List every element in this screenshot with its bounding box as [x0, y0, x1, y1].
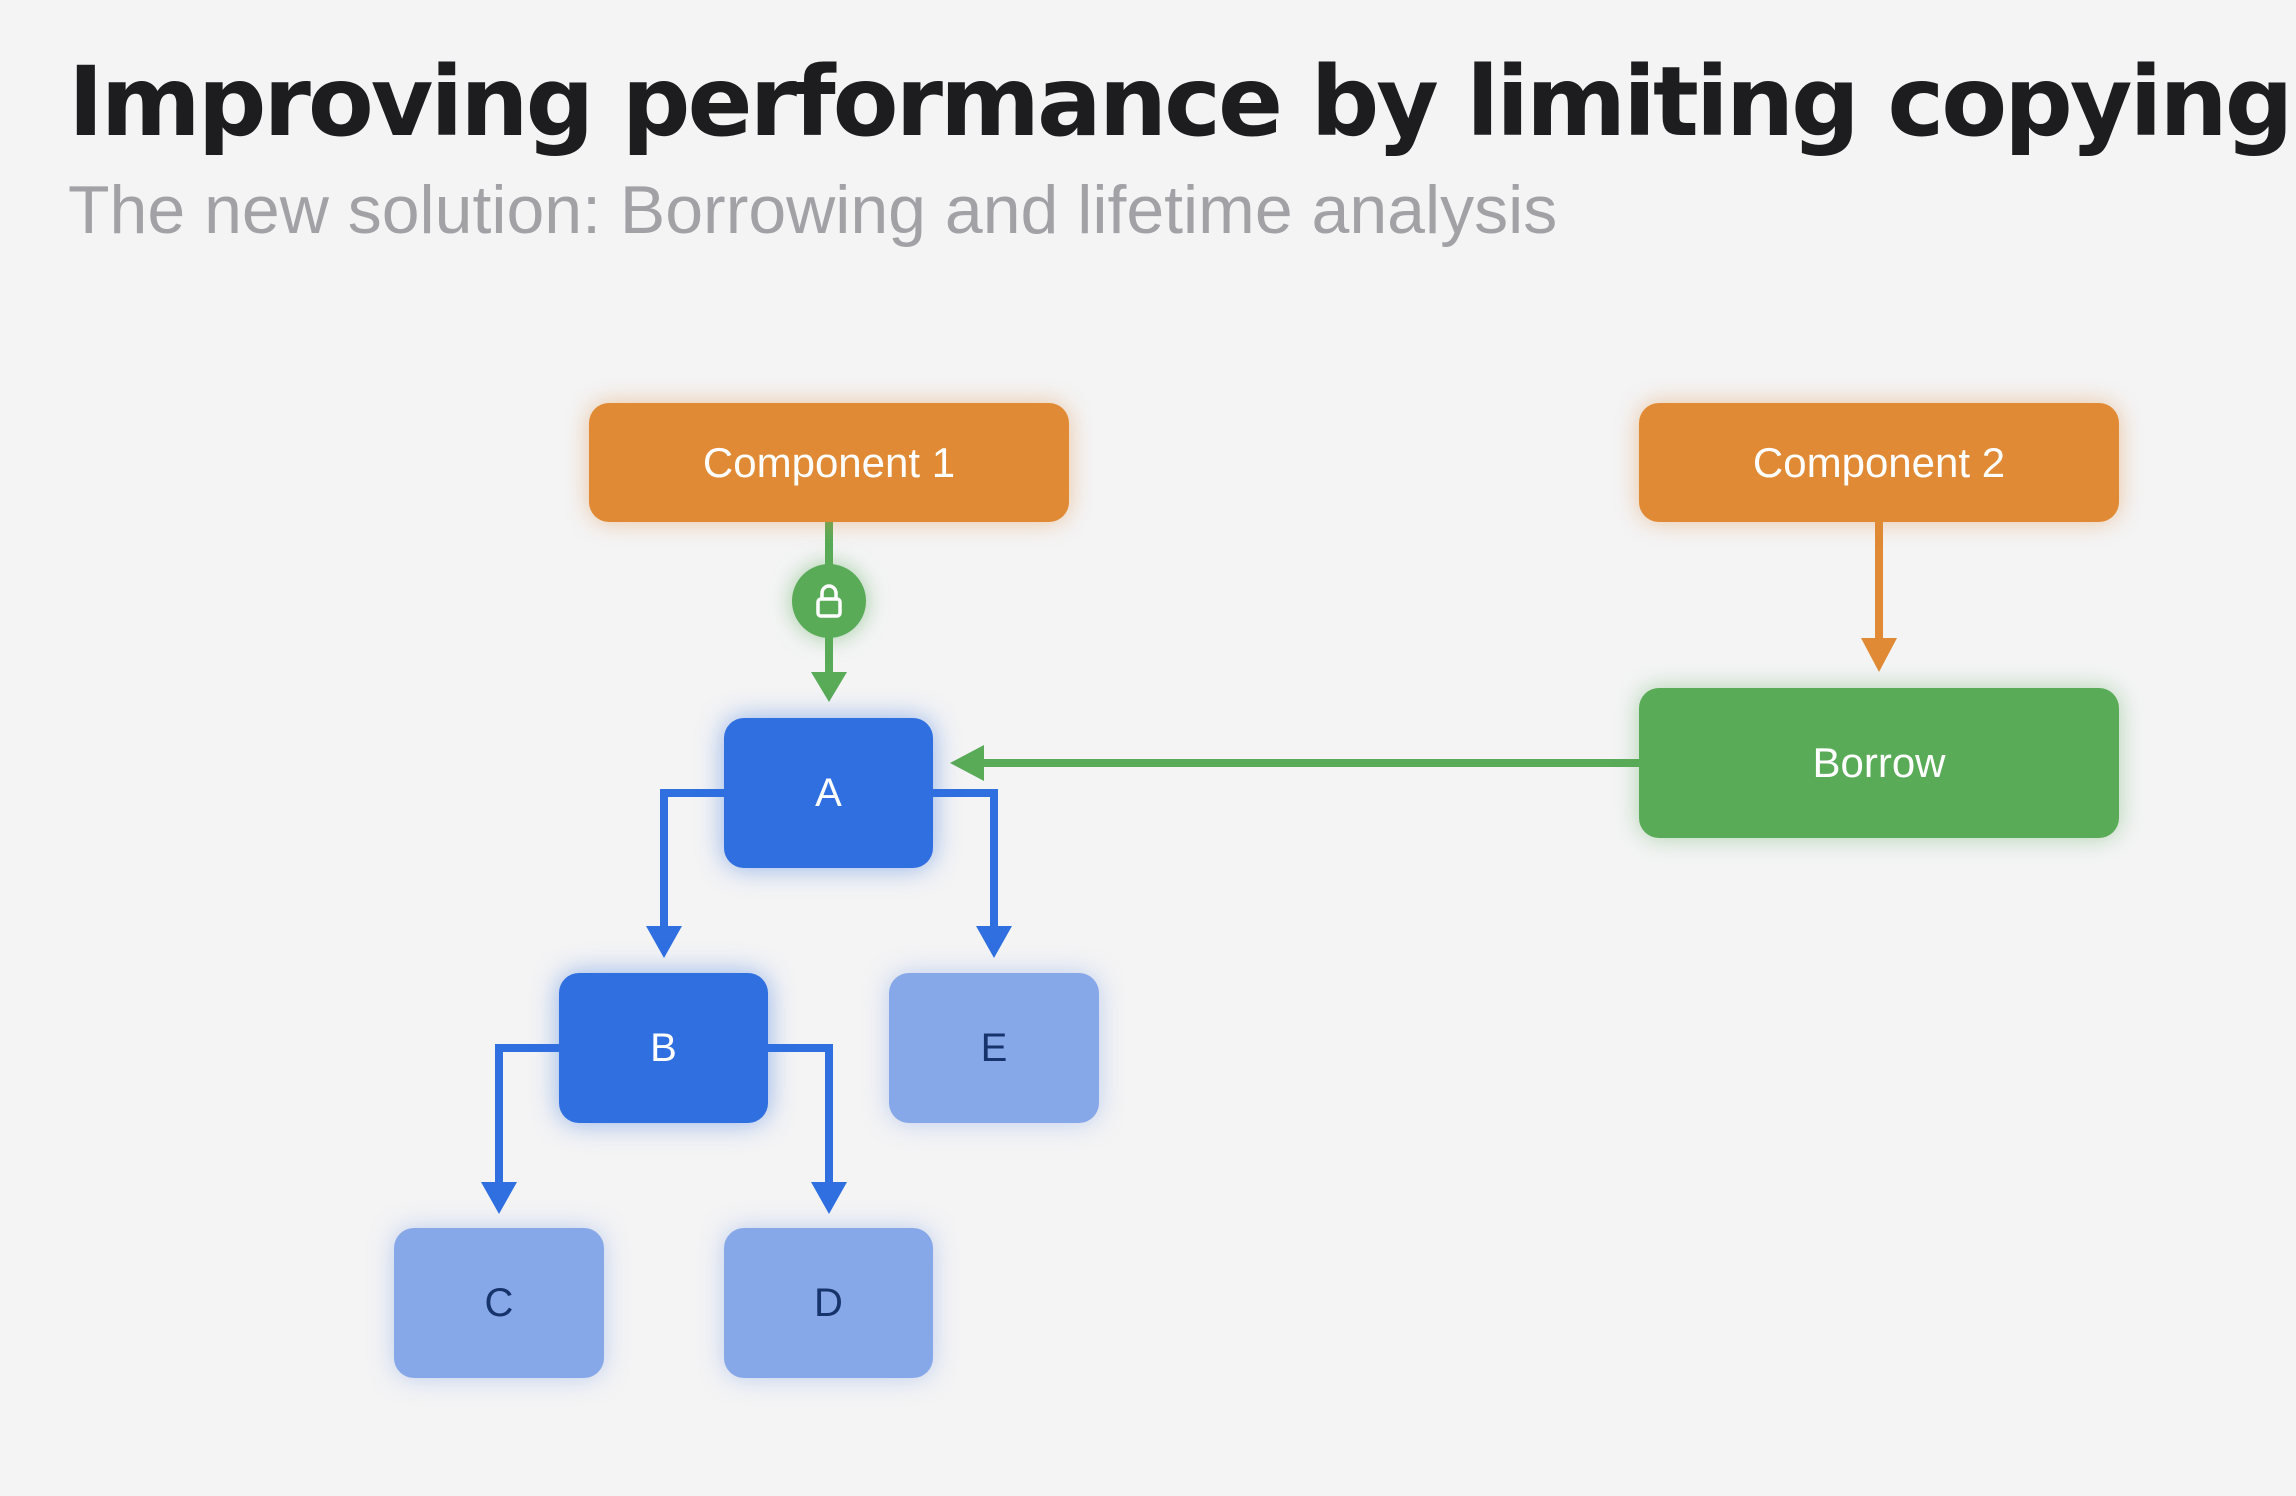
node-e: E [889, 973, 1099, 1123]
node-d-label: D [814, 1280, 843, 1325]
borrow-label: Borrow [1812, 739, 1946, 786]
b-to-d-arrow [768, 1044, 847, 1214]
node-a-label: A [815, 770, 842, 815]
node-d: D [724, 1228, 933, 1378]
component2-to-borrow-arrow [1861, 522, 1897, 672]
borrow-to-a-arrow [950, 745, 1640, 781]
page-title: Improving performance by limiting copyin… [68, 46, 2293, 158]
node-b-label: B [650, 1025, 677, 1070]
component-1-label: Component 1 [702, 438, 956, 486]
borrow-node: Borrow [1639, 688, 2119, 838]
node-c-label: C [484, 1280, 514, 1325]
component-1-node: Component 1 [589, 403, 1069, 522]
node-b: B [559, 973, 768, 1123]
component-2-node: Component 2 [1639, 403, 2119, 522]
component-2-label: Component 2 [1752, 438, 2006, 486]
b-to-c-arrow [481, 1044, 559, 1214]
lock-icon [816, 584, 842, 618]
a-to-e-arrow [933, 789, 1012, 958]
node-c: C [394, 1228, 604, 1378]
a-to-b-arrow [646, 789, 724, 958]
node-a: A [724, 718, 933, 868]
page-subtitle: The new solution: Borrowing and lifetime… [68, 172, 1558, 248]
node-e-label: E [980, 1025, 1008, 1070]
lock-badge [792, 564, 866, 638]
